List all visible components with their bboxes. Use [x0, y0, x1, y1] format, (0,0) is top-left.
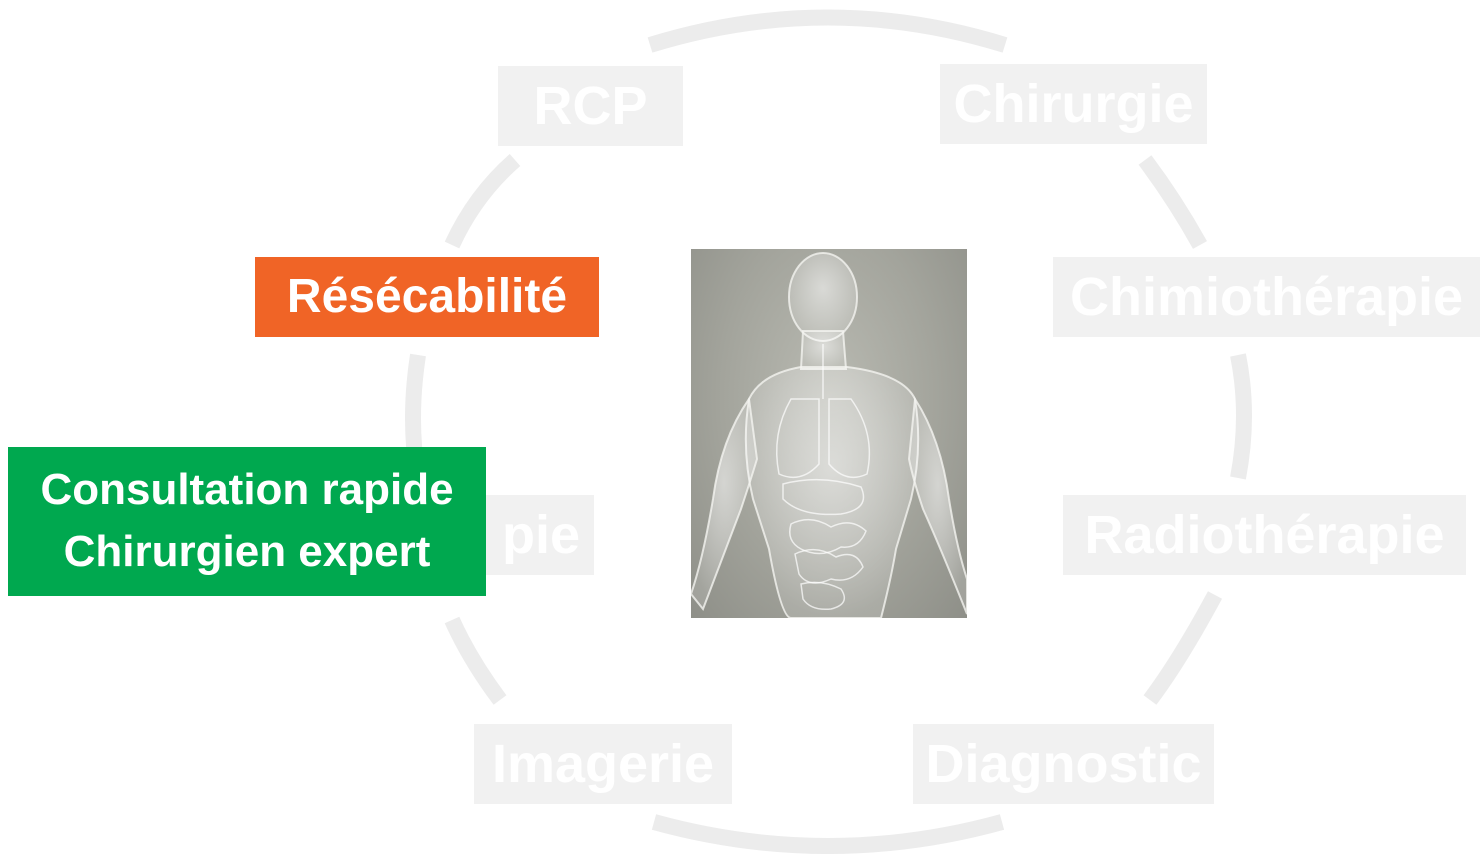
consultation-badge: Consultation rapide Chirurgien expert [8, 447, 486, 596]
cycle-node-radiotherapie: Radiothérapie [1063, 495, 1466, 575]
consultation-line-1: Consultation rapide [40, 465, 454, 514]
resecabilite-badge: Résécabilité [255, 257, 599, 337]
consultation-line-2: Chirurgien expert [63, 527, 431, 576]
human-anatomy-icon [691, 249, 967, 618]
cycle-node-imagerie: Imagerie [474, 724, 732, 804]
cycle-node-chirurgie: Chirurgie [940, 64, 1207, 144]
cycle-node-diagnostic: Diagnostic [913, 724, 1214, 804]
cycle-node-rcp: RCP [498, 66, 683, 146]
cycle-node-chimiotherapie: Chimiothérapie [1053, 257, 1480, 337]
